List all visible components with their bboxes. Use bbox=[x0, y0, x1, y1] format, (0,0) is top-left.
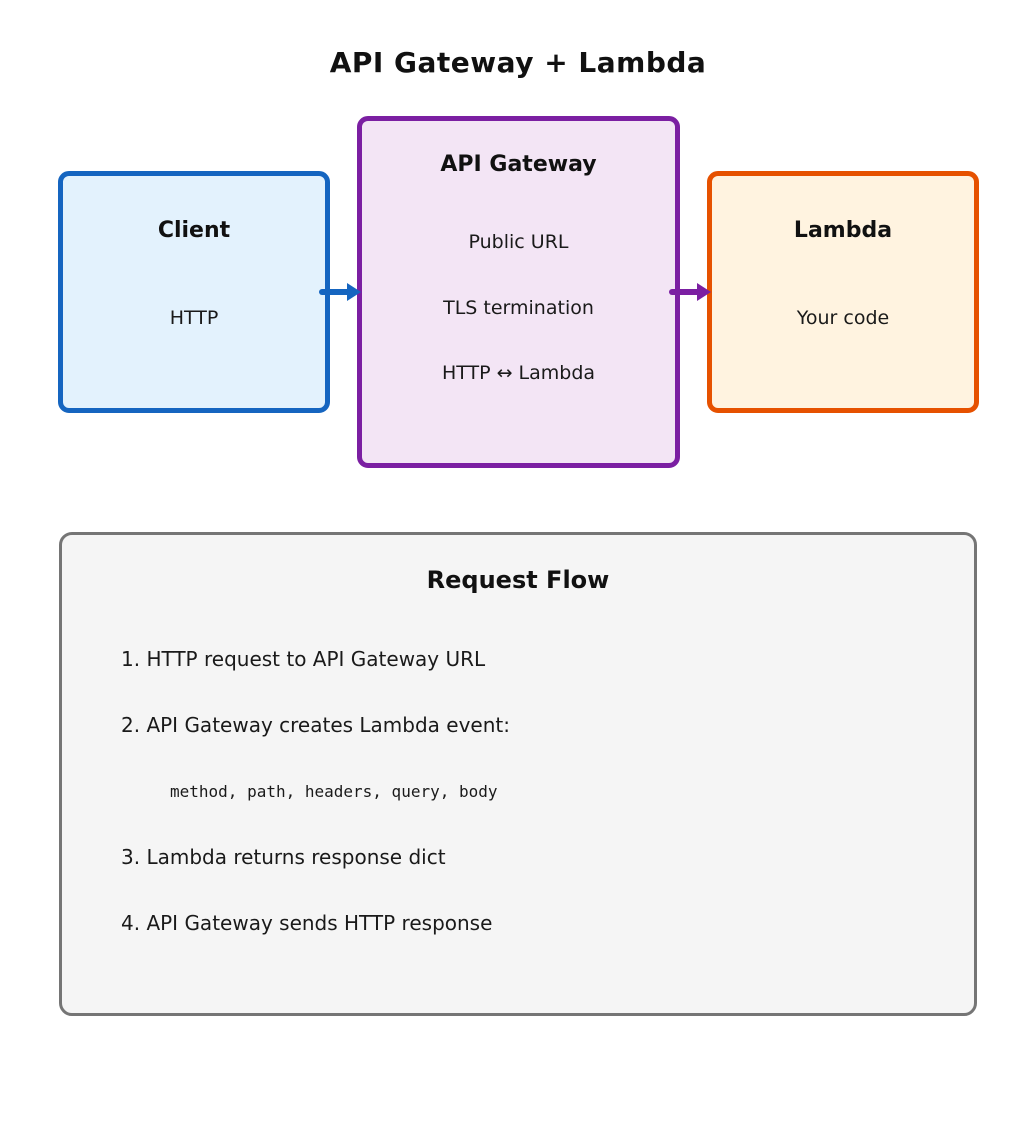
request-flow-panel: Request Flow 1. HTTP request to API Gate… bbox=[59, 532, 977, 1016]
request-flow-title: Request Flow bbox=[426, 566, 610, 594]
flow-step-2: 2. API Gateway creates Lambda event: bbox=[121, 713, 510, 737]
node-api-gateway-title: API Gateway bbox=[440, 152, 597, 177]
flow-step-4: 4. API Gateway sends HTTP response bbox=[121, 911, 493, 935]
page-title: API Gateway + Lambda bbox=[329, 46, 707, 79]
node-client-title: Client bbox=[157, 218, 231, 243]
flow-step-event-fields: method, path, headers, query, body bbox=[170, 782, 498, 801]
node-client: Client HTTP bbox=[58, 171, 330, 413]
node-lambda: Lambda Your code bbox=[707, 171, 979, 413]
node-lambda-title: Lambda bbox=[793, 218, 893, 243]
node-api-gateway-line: TLS termination bbox=[443, 297, 594, 319]
node-lambda-line: Your code bbox=[796, 307, 890, 329]
node-api-gateway-line: Public URL bbox=[468, 231, 569, 253]
node-client-line: HTTP bbox=[169, 307, 219, 329]
node-api-gateway-line: HTTP ↔ Lambda bbox=[441, 362, 596, 384]
node-api-gateway: API Gateway Public URL TLS termination H… bbox=[357, 116, 680, 468]
flow-step-1: 1. HTTP request to API Gateway URL bbox=[121, 647, 486, 671]
flow-step-3: 3. Lambda returns response dict bbox=[121, 845, 446, 869]
